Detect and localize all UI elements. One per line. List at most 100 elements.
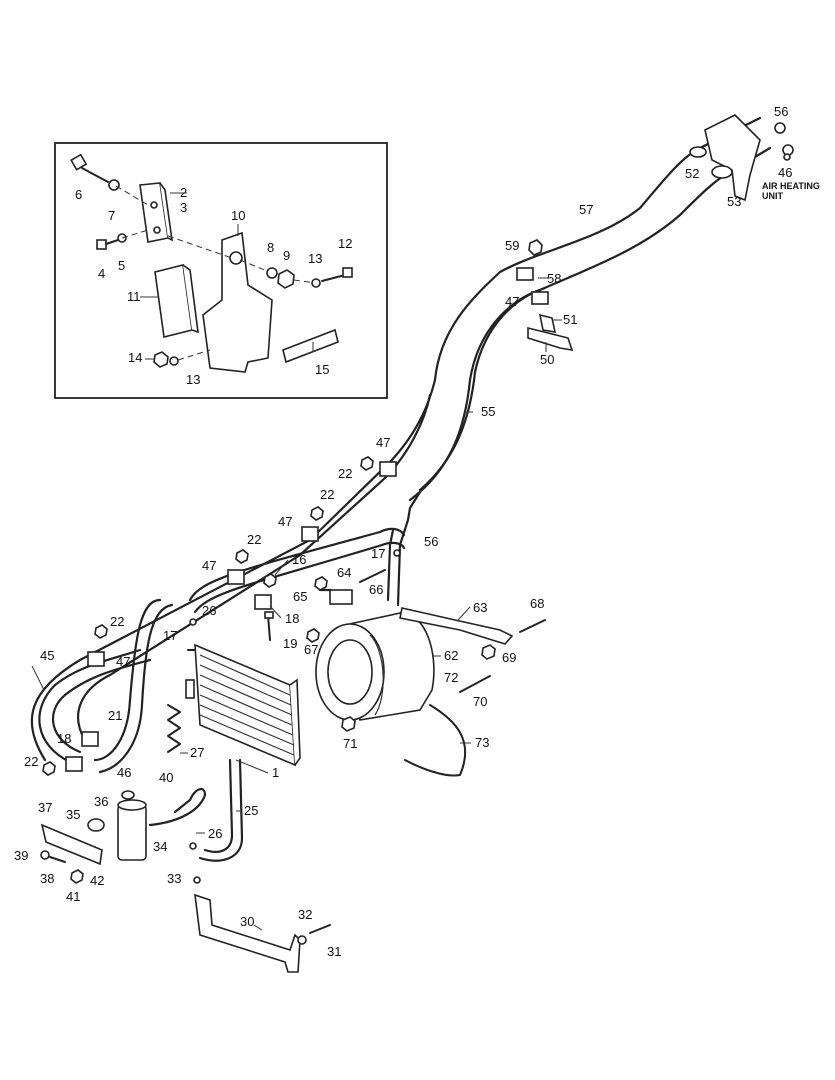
callout-47c: 47: [278, 514, 292, 529]
bracket-63: [399, 607, 514, 645]
callout-22d: 22: [110, 614, 124, 629]
callout-67: 67: [304, 642, 318, 657]
clamps: [65, 267, 549, 772]
callout-62: 62: [444, 648, 458, 663]
callout-46a: 46: [778, 165, 792, 180]
callout-68: 68: [530, 596, 544, 611]
washer-13-lower: [169, 356, 179, 366]
pipe-routing: [30, 116, 772, 862]
callout-41: 41: [66, 889, 80, 904]
fasteners: [40, 153, 791, 945]
callout-71: 71: [343, 736, 357, 751]
callout-73: 73: [475, 735, 489, 750]
callout-22c: 22: [247, 532, 261, 547]
callout-34: 34: [153, 839, 167, 854]
callout-36: 36: [94, 794, 108, 809]
callout-18a: 18: [285, 611, 299, 626]
callout-22e: 22: [24, 754, 38, 769]
bolt-6: [70, 153, 109, 183]
callout-3: 3: [180, 200, 187, 215]
callout-32: 32: [298, 907, 312, 922]
callout-46b: 46: [117, 765, 131, 780]
nut-9: [277, 269, 295, 289]
nut-14: [153, 351, 169, 368]
bracket-50: [527, 326, 574, 352]
callout-40: 40: [159, 770, 173, 785]
condenser-1: [185, 643, 301, 767]
callout-14: 14: [128, 350, 142, 365]
callout-47a: 47: [505, 294, 519, 309]
pipe-45: [38, 648, 142, 764]
clamp-47-e: [227, 569, 245, 585]
callout-18b: 18: [57, 731, 71, 746]
washer-13-upper: [311, 278, 321, 288]
callout-33: 33: [167, 871, 181, 886]
callout-17a: 17: [371, 546, 385, 561]
bracket-10: [202, 231, 273, 373]
callout-13b: 13: [186, 372, 200, 387]
clamp-47-b: [531, 291, 549, 305]
callout-10: 10: [231, 208, 245, 223]
callout-57: 57: [579, 202, 593, 217]
callout-6: 6: [75, 187, 82, 202]
receiver-dryer-34: [117, 799, 147, 861]
callout-labels: 6 7 2 3 10 8 9 13 12 4 5 11 14 13 15 56 …: [14, 104, 820, 959]
callout-26a: 26: [202, 603, 216, 618]
callout-56b: 56: [424, 534, 438, 549]
callout-7: 7: [108, 208, 115, 223]
callout-25: 25: [244, 803, 258, 818]
callout-45: 45: [40, 648, 54, 663]
washer-8: [266, 267, 278, 279]
callout-12: 12: [338, 236, 352, 251]
air-heating-unit-label-line1: AIR HEATING: [762, 181, 820, 191]
bolt-4: [96, 239, 119, 250]
compressor-62: [315, 589, 435, 721]
clamp-18-b: [81, 731, 99, 747]
pad-15: [282, 328, 339, 364]
washer-7: [108, 179, 120, 191]
callout-26b: 26: [208, 826, 222, 841]
callout-8: 8: [267, 240, 274, 255]
callout-13a: 13: [308, 251, 322, 266]
callout-30: 30: [240, 914, 254, 929]
clamp-47-f: [87, 651, 105, 667]
callout-66: 66: [369, 582, 383, 597]
callout-9: 9: [283, 248, 290, 263]
callout-4: 4: [98, 266, 105, 281]
bracket-30: [194, 893, 301, 973]
callout-47d: 47: [202, 558, 216, 573]
hose-40: [148, 787, 207, 827]
callout-55: 55: [481, 404, 495, 419]
callout-35: 35: [66, 807, 80, 822]
callout-22b: 22: [320, 487, 334, 502]
leader-lines: [31, 192, 562, 931]
callout-52: 52: [685, 166, 699, 181]
bolt-12: [321, 267, 353, 282]
callout-31: 31: [327, 944, 341, 959]
callout-58: 58: [547, 271, 561, 286]
callout-27: 27: [190, 745, 204, 760]
inset-frame: [54, 142, 388, 399]
callout-1: 1: [272, 765, 279, 780]
clamp-18-c: [65, 756, 83, 772]
callout-15: 15: [315, 362, 329, 377]
clamp-47-d: [301, 526, 319, 542]
callout-39: 39: [14, 848, 28, 863]
callout-59: 59: [505, 238, 519, 253]
callout-21: 21: [108, 708, 122, 723]
callout-50: 50: [540, 352, 554, 367]
callout-72: 72: [444, 670, 458, 685]
callout-38: 38: [40, 871, 54, 886]
callout-64: 64: [337, 565, 351, 580]
callout-47b: 47: [376, 435, 390, 450]
callout-65: 65: [293, 589, 307, 604]
callout-69: 69: [502, 650, 516, 665]
callout-42: 42: [90, 873, 104, 888]
pipe-16: [188, 527, 406, 602]
callout-19: 19: [283, 636, 297, 651]
wire-73: [404, 704, 467, 777]
callout-22a: 22: [338, 466, 352, 481]
air-heating-unit-label-line2: UNIT: [762, 191, 783, 201]
callout-70: 70: [473, 694, 487, 709]
